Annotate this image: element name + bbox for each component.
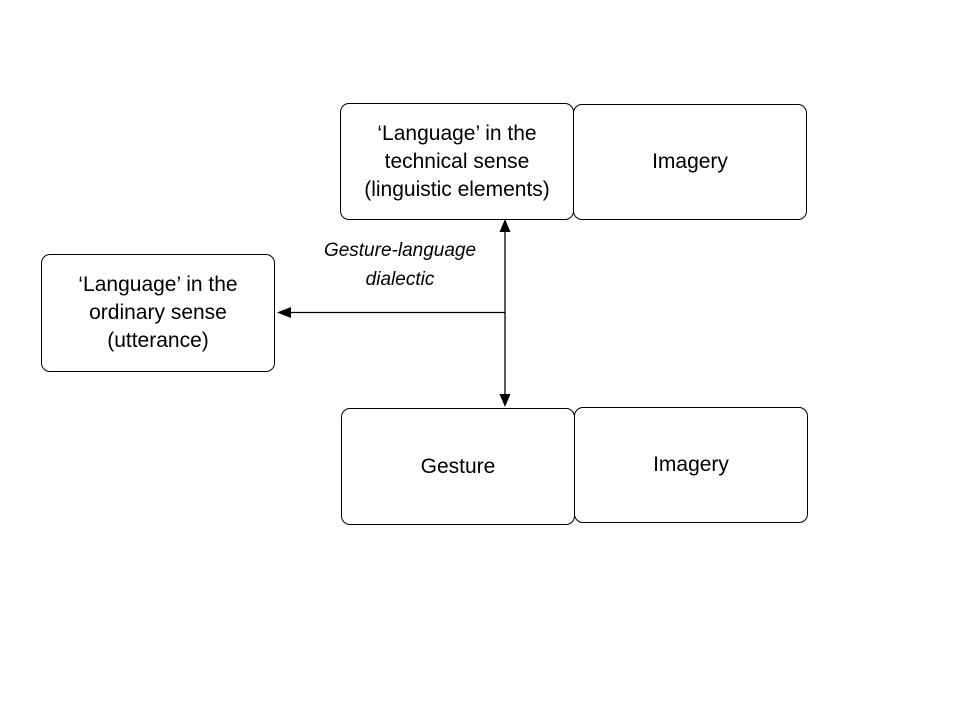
arrowhead-up-icon xyxy=(499,219,511,232)
dialectic-label-line-1: Gesture-language xyxy=(323,240,477,261)
technical-language-line-2: technical sense xyxy=(384,149,530,173)
horizontal-arrow xyxy=(277,307,505,318)
technical-language-line-1: ‘Language’ in the xyxy=(377,121,537,145)
arrowhead-left-icon xyxy=(277,307,291,318)
imagery-top-box: Imagery xyxy=(573,104,807,220)
gesture-box: Gesture xyxy=(341,408,575,525)
technical-language-text: ‘Language’ in the technical sense (lingu… xyxy=(364,120,550,204)
technical-language-box: ‘Language’ in the technical sense (lingu… xyxy=(340,103,574,220)
dialectic-label-line-2: dialectic xyxy=(365,269,435,290)
imagery-top-label: Imagery xyxy=(652,150,728,173)
ordinary-language-line-3: (utterance) xyxy=(107,329,209,352)
arrowhead-down-icon xyxy=(499,394,511,407)
gesture-language-dialectic-label: Gesture-language dialectic xyxy=(300,236,500,294)
ordinary-language-line-2: ordinary sense xyxy=(89,301,227,324)
ordinary-language-text: ‘Language’ in the ordinary sense (uttera… xyxy=(78,271,237,355)
imagery-bottom-box: Imagery xyxy=(574,407,808,523)
ordinary-language-box: ‘Language’ in the ordinary sense (uttera… xyxy=(41,254,275,372)
imagery-bottom-label: Imagery xyxy=(653,453,729,476)
ordinary-language-line-1: ‘Language’ in the xyxy=(78,273,238,296)
technical-language-line-3: (linguistic elements) xyxy=(364,177,550,201)
gesture-label: Gesture xyxy=(420,454,496,478)
